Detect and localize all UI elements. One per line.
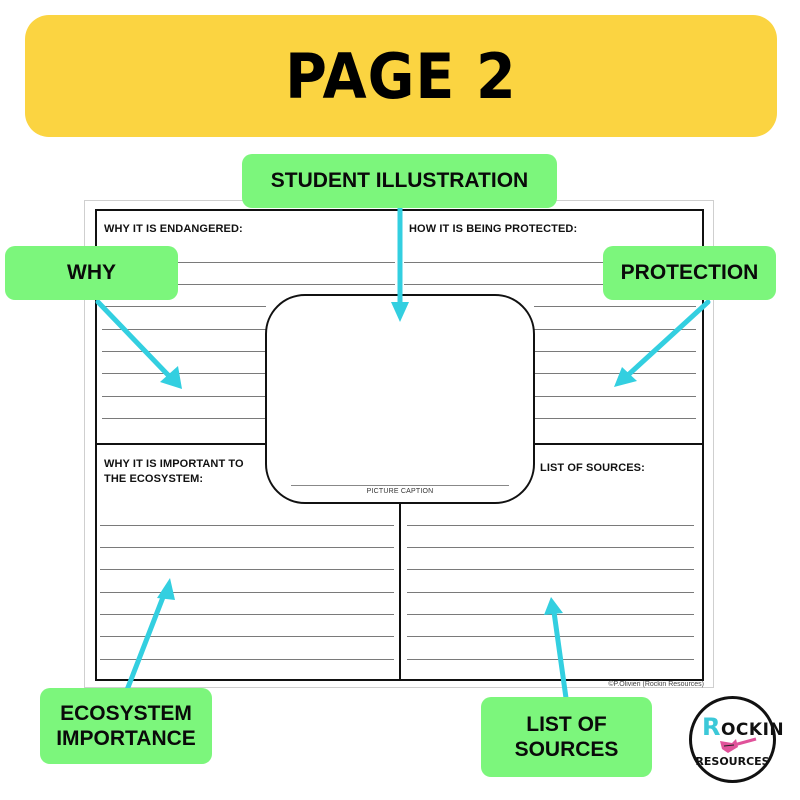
illustration-box: PICTURE CAPTION	[265, 294, 535, 504]
writing-line	[102, 329, 266, 330]
section-label-ecosystem-line1: WHY IT IS IMPORTANT TO	[104, 458, 244, 470]
picture-caption-label: PICTURE CAPTION	[366, 488, 434, 495]
section-label-why-endangered: WHY IT IS ENDANGERED:	[104, 223, 243, 235]
writing-line	[407, 547, 694, 548]
section-label-how-protected: HOW IT IS BEING PROTECTED:	[409, 223, 578, 235]
callout-ecosystem-line1: ECOSYSTEM	[60, 701, 192, 725]
writing-line	[534, 373, 696, 374]
writing-line	[534, 418, 696, 419]
rockin-resources-logo: ROCKIN RESOURCES	[689, 696, 784, 783]
callout-protection-label: PROTECTION	[620, 261, 759, 285]
copyright-notice: ©P.Olivieri (Rockin Resources)	[608, 681, 704, 688]
page-banner: PAGE 2	[25, 15, 777, 137]
writing-line	[102, 418, 266, 419]
callout-protection: PROTECTION	[603, 246, 776, 300]
writing-line	[102, 284, 395, 285]
logo-top-text: ROCKIN	[702, 713, 784, 741]
caption-line	[291, 485, 509, 486]
callout-why: WHY	[5, 246, 178, 300]
writing-line	[100, 592, 394, 593]
writing-line	[404, 262, 696, 263]
callout-student-illustration-label: STUDENT ILLUSTRATION	[270, 169, 529, 193]
writing-line	[102, 351, 266, 352]
callout-why-label: WHY	[67, 261, 116, 285]
writing-line	[407, 569, 694, 570]
page-title: PAGE 2	[285, 39, 517, 113]
writing-line	[534, 306, 696, 307]
writing-line	[534, 329, 696, 330]
callout-student-illustration: STUDENT ILLUSTRATION	[242, 154, 557, 208]
writing-line	[534, 351, 696, 352]
section-label-sources: LIST OF SOURCES:	[540, 462, 645, 474]
logo-initial: R	[702, 713, 721, 741]
logo-bottom-text: RESOURCES	[695, 755, 770, 768]
callout-ecosystem-importance: ECOSYSTEM IMPORTANCE	[40, 688, 212, 764]
writing-line	[100, 525, 394, 526]
guitar-icon	[720, 737, 757, 753]
writing-line	[102, 373, 266, 374]
writing-line	[100, 659, 394, 660]
callout-sources-line1: LIST OF	[526, 712, 607, 736]
section-label-ecosystem-line2: THE ECOSYSTEM:	[104, 473, 204, 485]
callout-sources-line2: SOURCES	[514, 738, 619, 761]
left-horizontal-divider	[96, 443, 266, 445]
writing-line	[100, 614, 394, 615]
writing-line	[534, 396, 696, 397]
writing-line	[407, 636, 694, 637]
callout-ecosystem-line2: IMPORTANCE	[56, 727, 196, 750]
top-vertical-divider	[399, 210, 401, 294]
writing-line	[404, 284, 696, 285]
callout-list-of-sources: LIST OF SOURCES	[481, 697, 652, 777]
writing-line	[407, 614, 694, 615]
writing-line	[102, 306, 266, 307]
writing-line	[102, 396, 266, 397]
writing-line	[100, 636, 394, 637]
right-horizontal-divider	[534, 443, 703, 445]
writing-line	[100, 569, 394, 570]
logo-top-rest: OCKIN	[720, 720, 785, 740]
writing-line	[100, 547, 394, 548]
writing-line	[407, 592, 694, 593]
writing-line	[407, 525, 694, 526]
bottom-vertical-divider	[399, 503, 401, 680]
writing-line	[102, 262, 395, 263]
writing-line	[407, 659, 694, 660]
